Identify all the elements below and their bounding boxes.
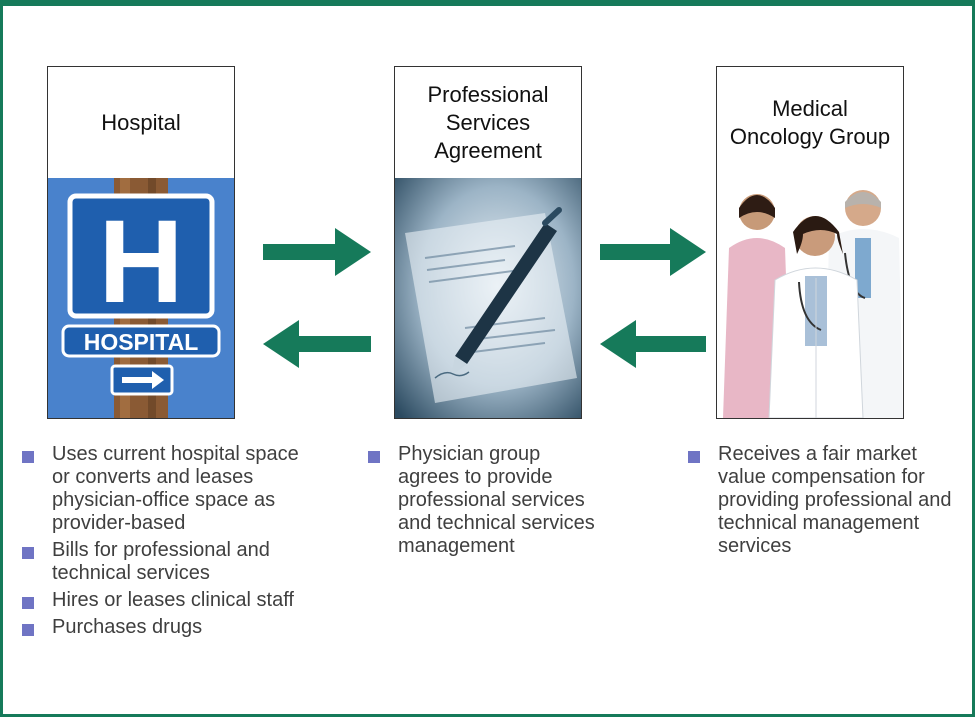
list-item: Receives a fair market value compensatio… bbox=[688, 443, 960, 558]
arrow-left-icon bbox=[263, 320, 371, 368]
list-item: Bills for professional and technical ser… bbox=[22, 539, 322, 585]
bullet-square-icon bbox=[22, 547, 34, 559]
bullet-square-icon bbox=[368, 451, 380, 463]
bullet-square-icon bbox=[688, 451, 700, 463]
arrow-right-icon bbox=[600, 228, 706, 276]
bullet-square-icon bbox=[22, 597, 34, 609]
oncology-bullet-list: Receives a fair market value compensatio… bbox=[688, 443, 960, 562]
list-item: Physician group agrees to provide profes… bbox=[368, 443, 598, 558]
bullet-square-icon bbox=[22, 624, 34, 636]
oncology-card: Medical Oncology Group bbox=[716, 66, 904, 419]
bullet-square-icon bbox=[22, 451, 34, 463]
hospital-card-title: Hospital bbox=[101, 109, 181, 135]
oncology-card-title: Medical Oncology Group bbox=[729, 95, 891, 149]
list-item: Purchases drugs bbox=[22, 616, 322, 639]
hospital-sign-letter: H bbox=[98, 196, 183, 328]
agreement-card-title: Professional Services Agreement bbox=[427, 81, 549, 163]
agreement-card: Professional Services Agreement bbox=[394, 66, 582, 419]
hospital-bullet-list: Uses current hospital space or converts … bbox=[22, 443, 322, 643]
hospital-sign-text: HOSPITAL bbox=[84, 329, 199, 355]
medical-staff-photo-icon bbox=[717, 178, 903, 418]
hospital-card: Hospital H HOSPITAL bbox=[47, 66, 235, 419]
pen-and-document-icon bbox=[395, 178, 581, 418]
arrow-left-icon bbox=[600, 320, 706, 368]
hospital-sign-icon: H HOSPITAL bbox=[48, 178, 234, 418]
agreement-bullet-list: Physician group agrees to provide profes… bbox=[368, 443, 598, 562]
list-item: Uses current hospital space or converts … bbox=[22, 443, 322, 535]
list-item: Hires or leases clinical staff bbox=[22, 589, 322, 612]
arrow-right-icon bbox=[263, 228, 371, 276]
